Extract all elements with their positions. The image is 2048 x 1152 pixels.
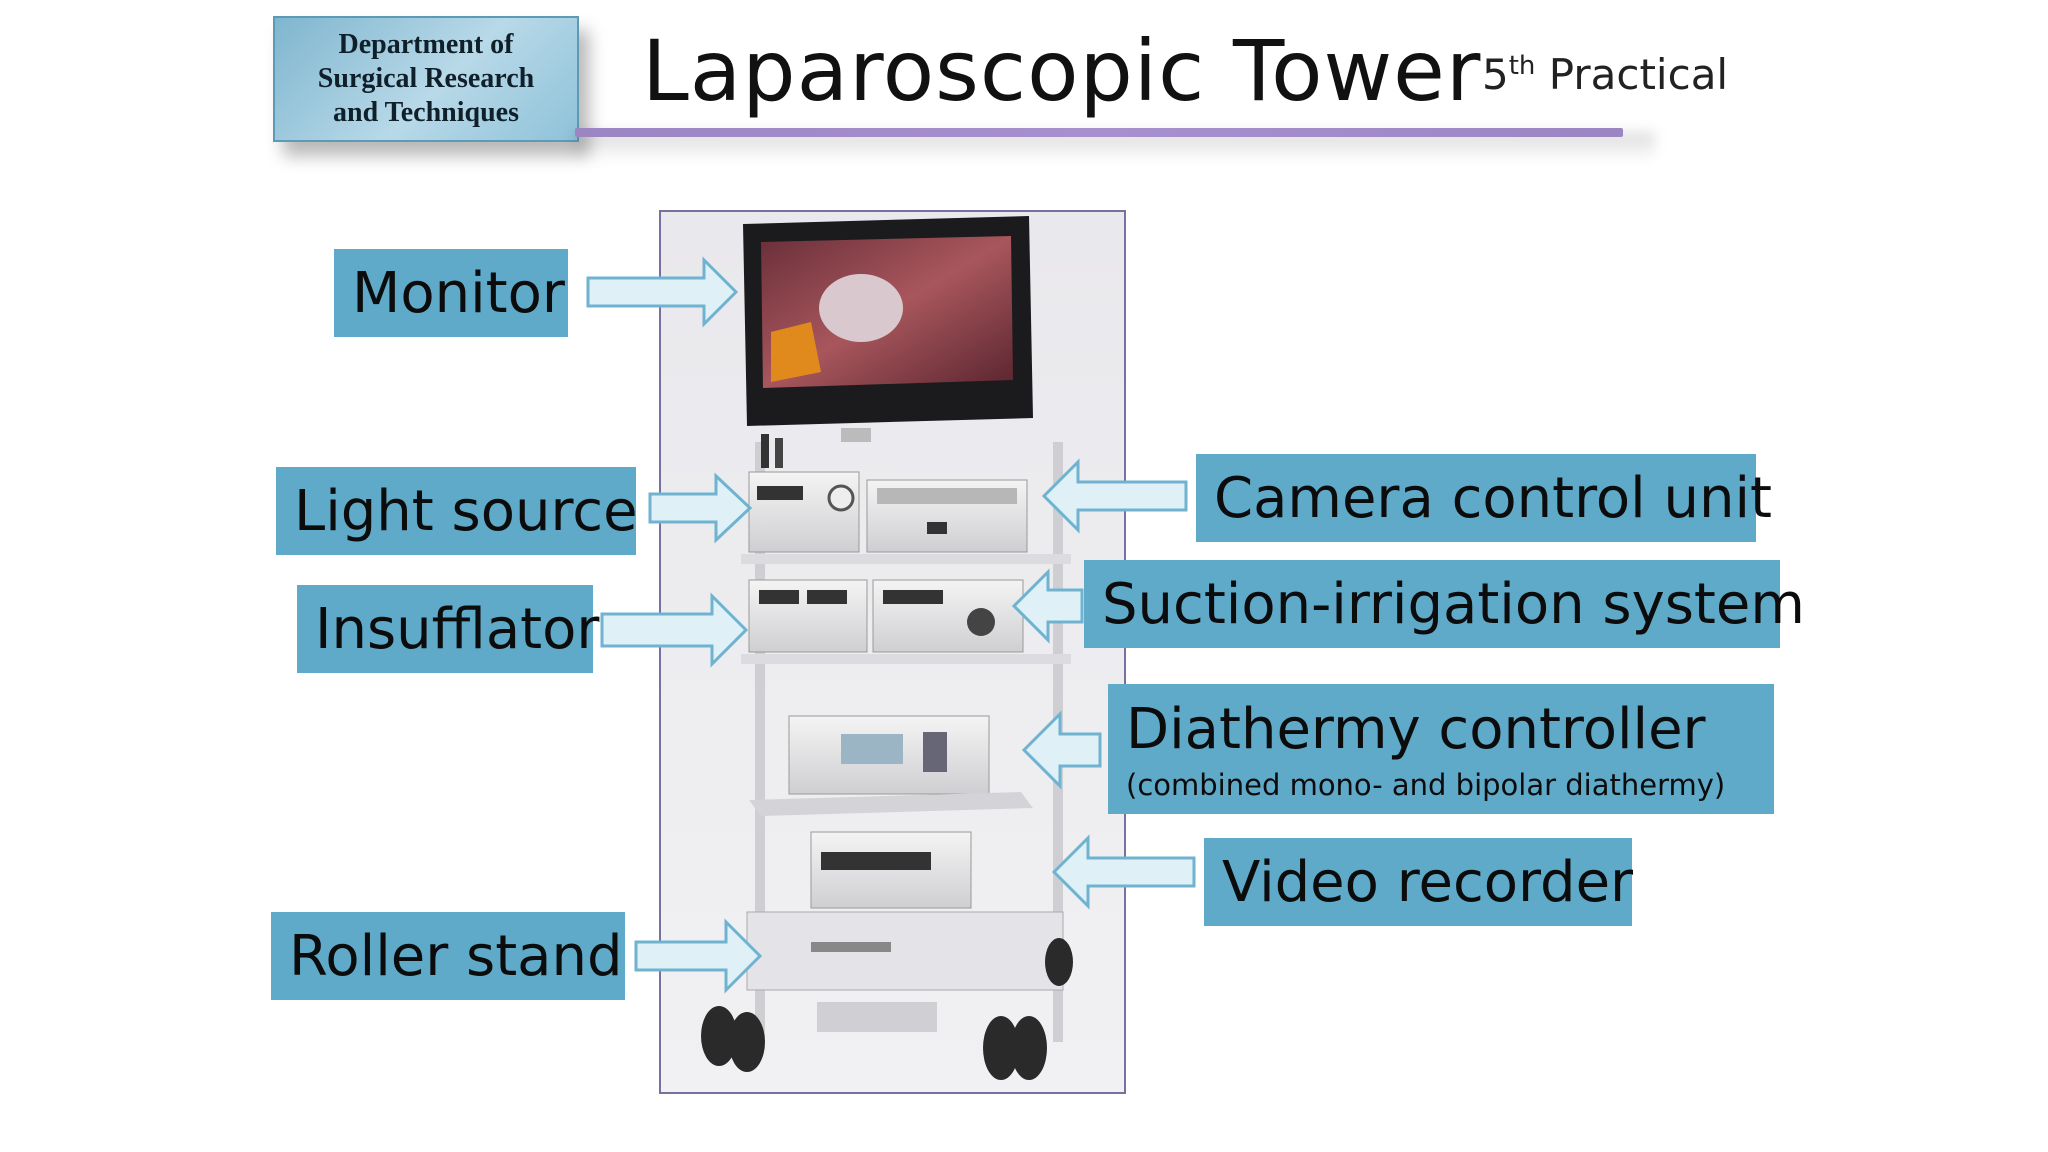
- arrow-suction: [1011, 568, 1084, 644]
- insufflator-unit: [748, 579, 868, 653]
- video-recorder-unit: [810, 831, 972, 909]
- arrow-light-source: [648, 472, 753, 544]
- label-insufflator-text: Insufflator: [315, 596, 600, 662]
- practical-sup: th: [1508, 51, 1536, 81]
- header-shadow: [575, 132, 1655, 162]
- label-roller-stand: Roller stand: [271, 912, 625, 1000]
- label-monitor-text: Monitor: [352, 260, 565, 326]
- monitor-unit: [743, 216, 1033, 442]
- arrow-roller-stand: [634, 918, 763, 994]
- department-badge: Department of Surgical Research and Tech…: [273, 16, 579, 142]
- arrow-insufflator: [600, 592, 749, 668]
- dept-line-1: Department of: [338, 29, 514, 60]
- label-suction-irrigation-text: Suction-irrigation system: [1102, 571, 1805, 637]
- arrow-video-recorder: [1051, 834, 1196, 910]
- arrow-camera-control: [1041, 458, 1188, 534]
- diathermy-unit: [788, 715, 990, 795]
- label-camera-control-text: Camera control unit: [1214, 465, 1772, 531]
- label-suction-irrigation: Suction-irrigation system: [1084, 560, 1805, 648]
- page-title: Laparoscopic Tower: [642, 22, 1482, 120]
- label-video-recorder-text: Video recorder: [1222, 849, 1634, 915]
- label-camera-control-unit: Camera control unit: [1196, 454, 1772, 542]
- header-rule: [575, 128, 1623, 137]
- label-light-source-text: Light source: [294, 478, 638, 544]
- suction-irrigation-unit: [872, 579, 1024, 653]
- arrow-diathermy: [1021, 710, 1102, 790]
- label-roller-stand-text: Roller stand: [289, 923, 623, 989]
- practical-num: 5: [1482, 50, 1509, 99]
- light-source-unit: [748, 434, 860, 553]
- dept-line-2: Surgical Research: [317, 63, 535, 94]
- camera-control-unit: [866, 479, 1028, 553]
- label-insufflator: Insufflator: [297, 585, 600, 673]
- label-monitor: Monitor: [334, 249, 568, 337]
- roller-stand-base: [701, 911, 1073, 1080]
- label-video-recorder: Video recorder: [1204, 838, 1634, 926]
- practical-word: Practical: [1548, 50, 1729, 99]
- label-diathermy: Diathermy controller (combined mono- and…: [1108, 684, 1774, 814]
- label-diathermy-text: Diathermy controller: [1126, 696, 1706, 762]
- dept-line-3: and Techniques: [333, 97, 519, 128]
- label-light-source: Light source: [276, 467, 638, 555]
- label-diathermy-sub: (combined mono- and bipolar diathermy): [1126, 767, 1726, 802]
- arrow-monitor: [586, 256, 739, 328]
- practical-number: 5th Practical: [1482, 50, 1728, 99]
- tower-illustration: [701, 216, 1073, 1080]
